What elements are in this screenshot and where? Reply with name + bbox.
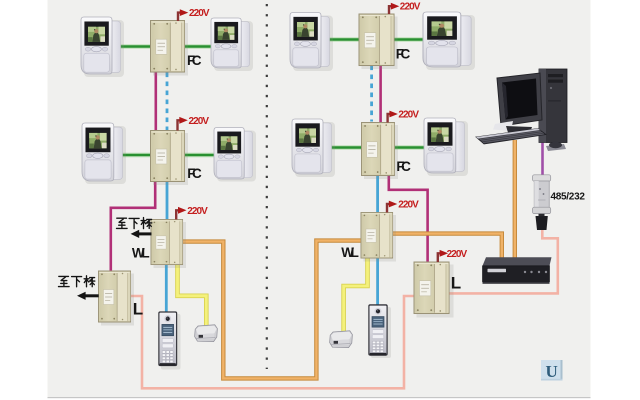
svg-text:220V: 220V [400,1,421,12]
svg-text:U: U [546,362,558,381]
svg-text:L: L [133,299,143,318]
svg-text:WL: WL [341,245,359,260]
svg-text:485/232: 485/232 [551,191,586,202]
svg-text:WL: WL [132,245,150,260]
svg-text:FC: FC [187,166,202,181]
svg-text:220V: 220V [189,116,210,127]
svg-text:220V: 220V [189,8,210,19]
svg-text:220V: 220V [447,249,468,260]
svg-text:FC: FC [396,159,411,174]
svg-text:220V: 220V [398,110,419,121]
svg-text:L: L [451,273,461,292]
svg-text:FC: FC [396,46,411,61]
svg-text:FC: FC [187,53,202,68]
svg-text:220V: 220V [398,199,419,210]
svg-text:220V: 220V [187,206,208,217]
